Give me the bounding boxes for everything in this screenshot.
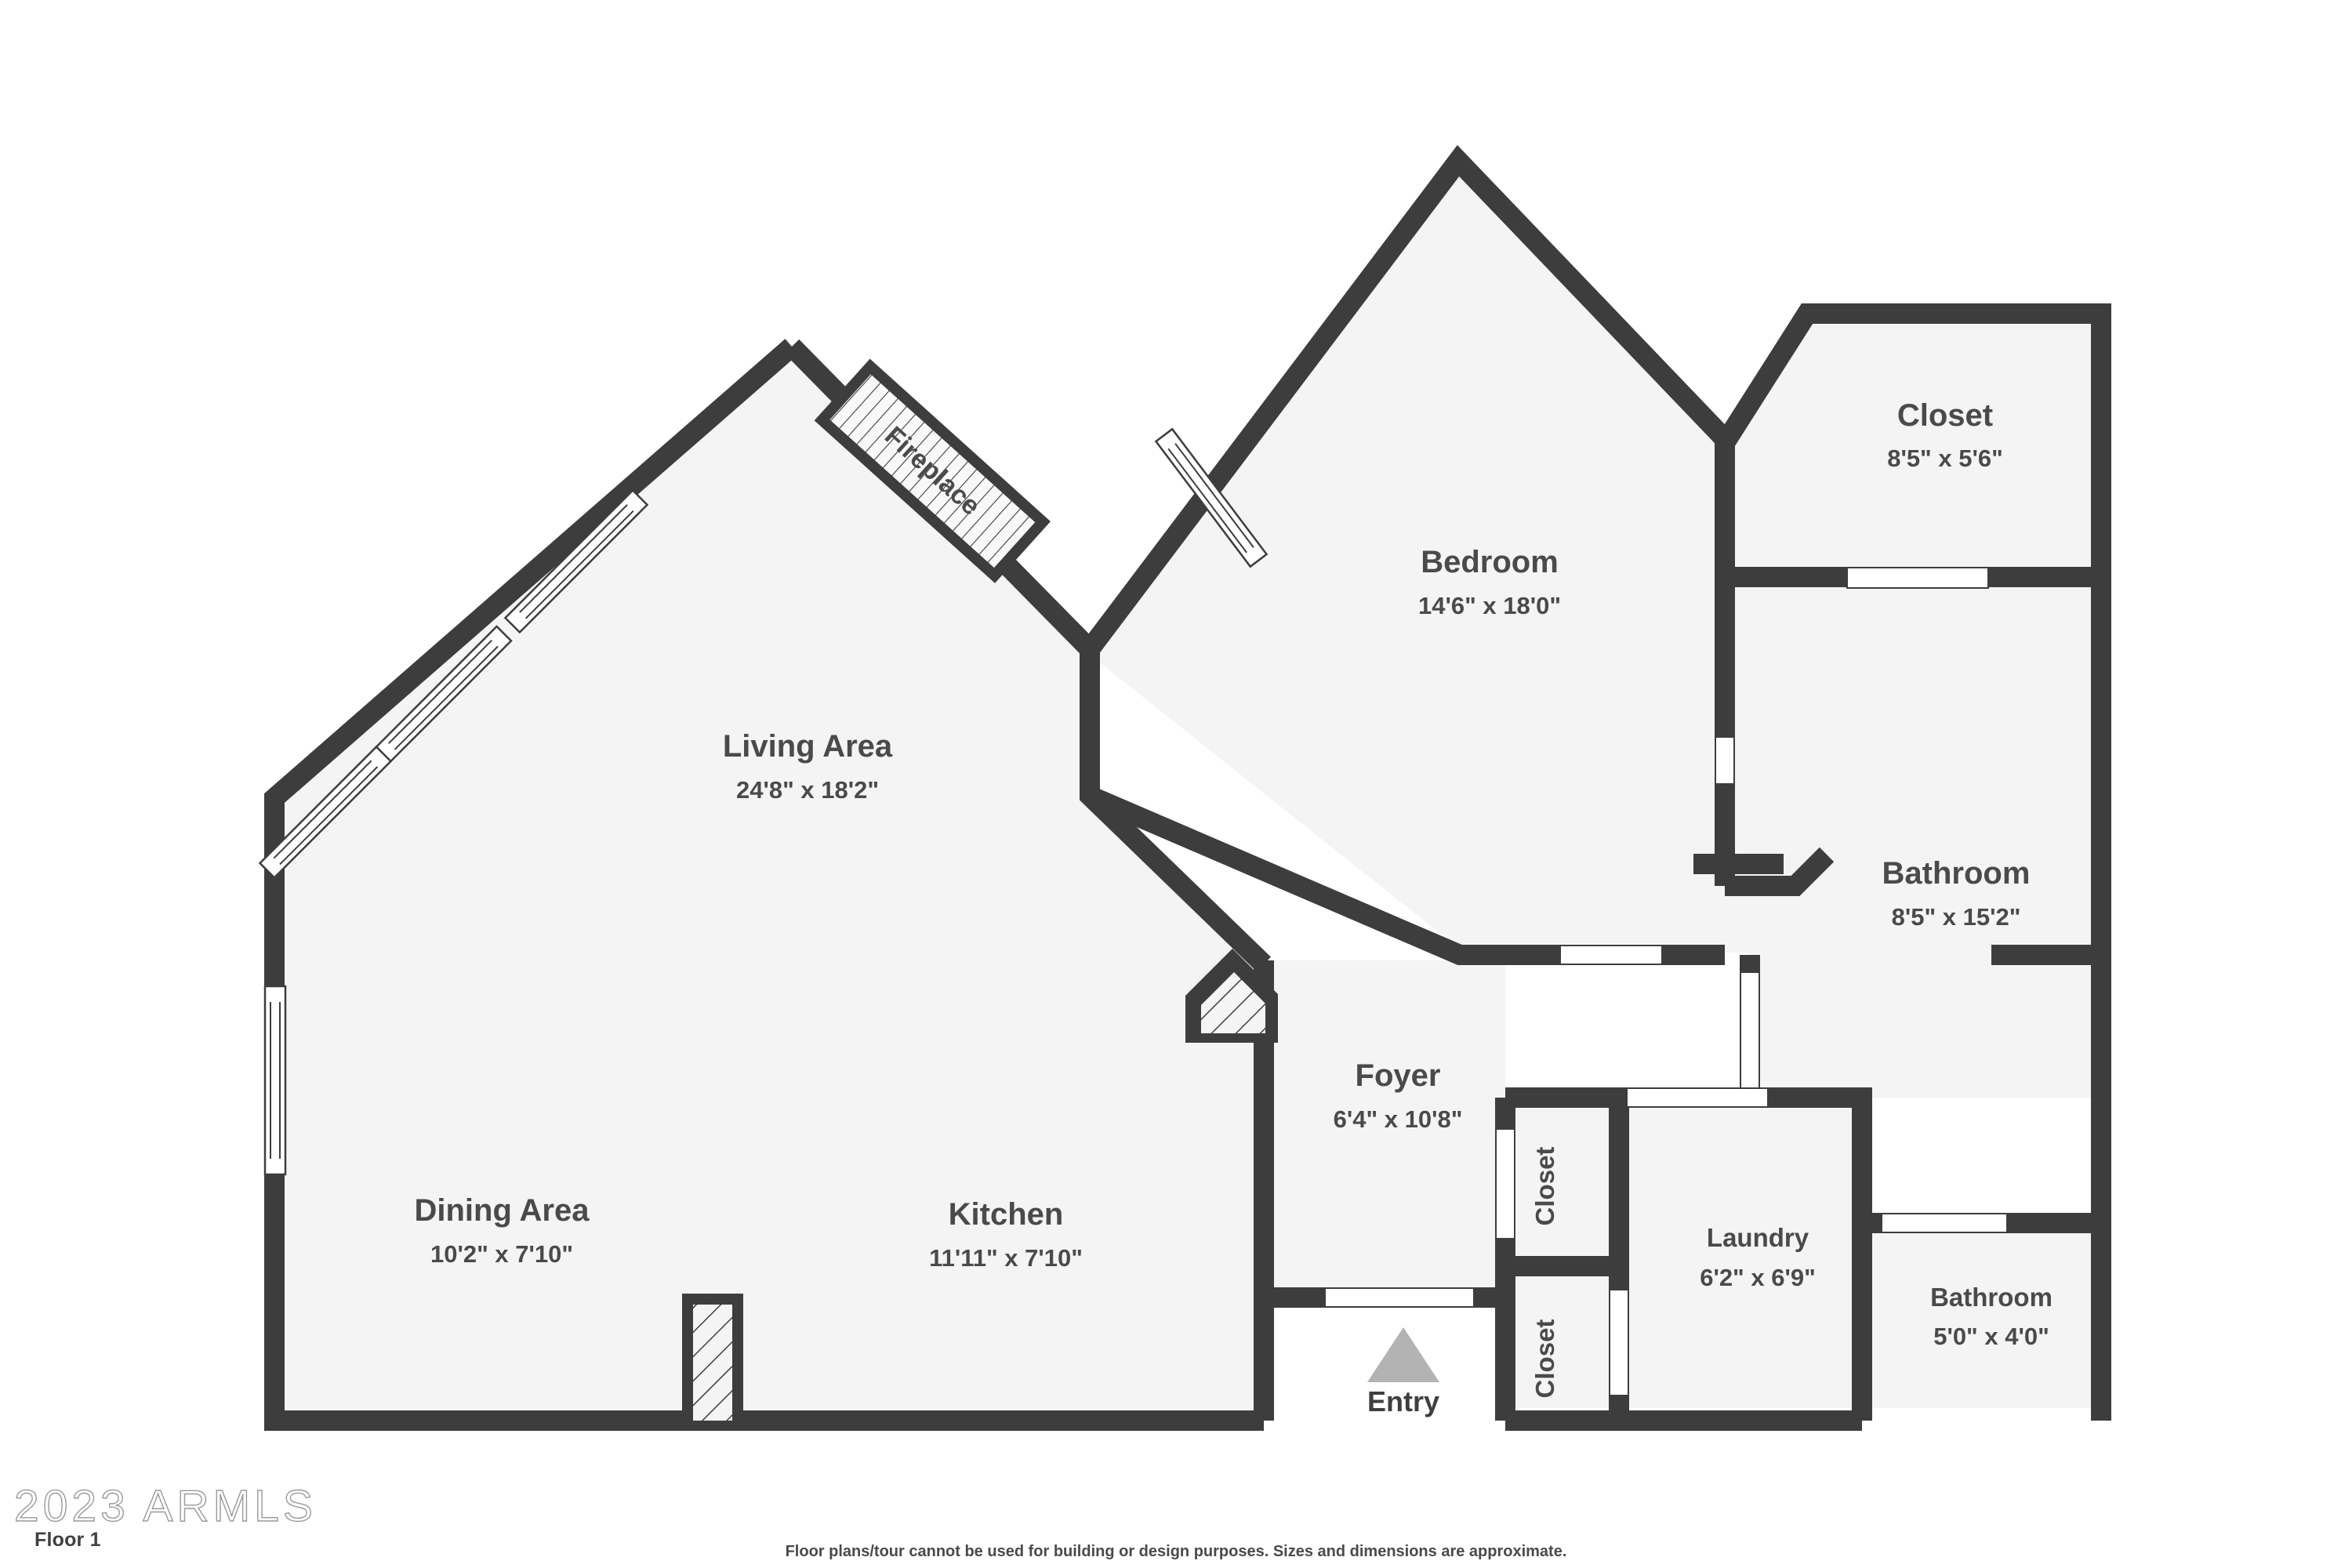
floor-label: Floor 1: [34, 1529, 101, 1551]
bathroom-main-dimensions: 8'5" x 15'2": [1892, 903, 2021, 931]
door-bedroom-bath[interactable]: [1559, 945, 1663, 965]
kitchen-dimensions: 11'11" x 7'10": [929, 1244, 1083, 1272]
closet-main-dimensions: 8'5" x 5'6": [1887, 445, 2003, 472]
window-living-nw-2: [373, 625, 513, 764]
wall-closet-main: [1716, 303, 2111, 1421]
kitchen-label: Kitchen: [949, 1197, 1064, 1232]
dining-area-label: Dining Area: [415, 1193, 590, 1228]
windows: [258, 427, 1269, 1176]
wall-bathroom-notch: [1725, 847, 1835, 896]
bathroom-half-dimensions: 5'0" x 4'0": [1933, 1323, 2049, 1350]
door-laundry-top[interactable]: [1626, 1087, 1769, 1108]
closet-main-floor: [1721, 321, 2101, 571]
door-openings: [1324, 567, 2008, 1396]
kitchen-pantry-niche: [682, 1294, 743, 1421]
vertical-room-labels: Closet Closet: [1527, 1144, 1563, 1402]
closet-upper-floor: [1517, 1105, 1610, 1257]
closet-lower-label: Closet: [1530, 1319, 1559, 1399]
bathroom-half-floor: [1870, 1223, 2101, 1408]
foyer-label: Foyer: [1356, 1058, 1441, 1093]
window-left-wall: [263, 985, 287, 1176]
door-hall[interactable]: [1740, 971, 1760, 1091]
living-area-label: Living Area: [723, 729, 893, 764]
disclaimer-text: Floor plans/tour cannot be used for buil…: [785, 1543, 1567, 1560]
door-closet-lower[interactable]: [1609, 1289, 1629, 1396]
laundry-floor: [1619, 1105, 1854, 1408]
door-bathroom-half[interactable]: [1881, 1213, 2008, 1233]
closet-main-label: Closet: [1897, 398, 1993, 433]
window-living-nw-1: [503, 488, 649, 634]
living-area-dimensions: 24'8" x 18'2": [736, 776, 879, 804]
laundry-label: Laundry: [1707, 1223, 1809, 1252]
door-closet-upper[interactable]: [1495, 1128, 1515, 1240]
bathroom-main-floor: [1721, 584, 2101, 1098]
window-bedroom-nw: [1154, 427, 1269, 568]
entry-label: Entry: [1367, 1385, 1439, 1417]
living-area-floor: [274, 357, 1254, 1411]
window-living-nw-3: [258, 745, 393, 880]
closet-upper-label: Closet: [1530, 1147, 1559, 1226]
door-bathroom-left[interactable]: [1715, 736, 1735, 785]
wall-laundry-block: [1505, 1087, 1872, 1421]
dining-area-dimensions: 10'2" x 7'10": [430, 1240, 573, 1268]
room-labels: Living Area 24'8" x 18'2" Dining Area 10…: [411, 395, 2056, 1354]
bathroom-half-label: Bathroom: [1930, 1283, 2053, 1312]
bedroom-dimensions: 14'6" x 18'0": [1418, 592, 1561, 619]
foyer-dimensions: 6'4" x 10'8": [1334, 1105, 1463, 1133]
bedroom-label: Bedroom: [1421, 545, 1559, 579]
door-closet-main[interactable]: [1846, 567, 1989, 589]
foyer-floor: [1270, 960, 1505, 1298]
laundry-dimensions: 6'2" x 6'9": [1700, 1264, 1816, 1291]
bathroom-main-label: Bathroom: [1882, 856, 2031, 891]
foyer-niche: [1185, 949, 1278, 1043]
door-entry[interactable]: [1324, 1287, 1475, 1308]
closet-lower-floor: [1517, 1276, 1610, 1408]
bedroom-floor: [1090, 169, 1721, 945]
entry-marker-icon: [1367, 1327, 1439, 1382]
